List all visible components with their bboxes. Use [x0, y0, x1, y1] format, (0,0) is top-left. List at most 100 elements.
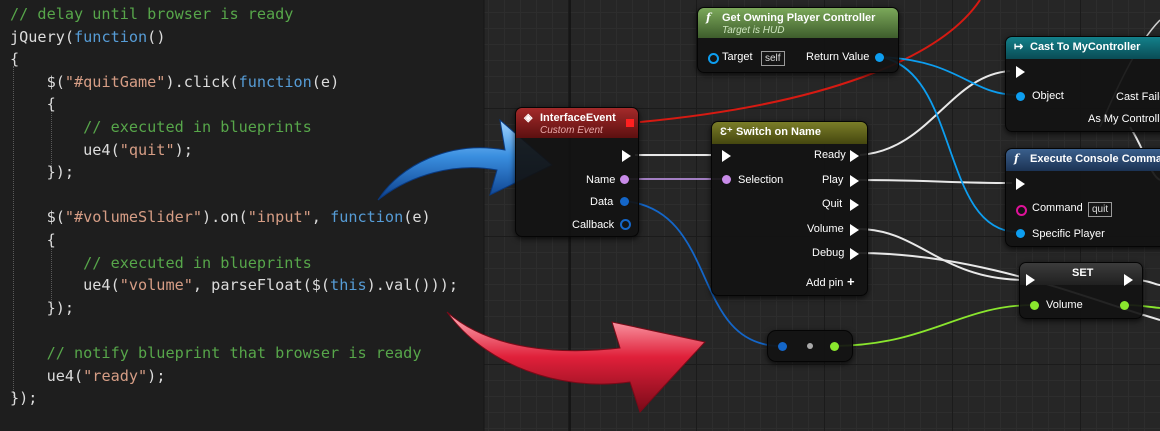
- code-line: jQuery(function(): [10, 26, 165, 48]
- volume-out-pin[interactable]: [1120, 301, 1129, 310]
- name-pin[interactable]: [620, 175, 629, 184]
- code-token: "#volumeSlider": [64, 208, 203, 227]
- code-token: ).val()));: [366, 276, 459, 295]
- code-token: // notify blueprint that browser is read…: [10, 344, 422, 362]
- code-line: ue4("volume", parseFloat($(this).val()))…: [10, 274, 458, 296]
- code-token: (e): [403, 208, 431, 227]
- output-ready-label: Ready: [814, 149, 846, 161]
- code-token: });: [10, 389, 38, 408]
- node-subtitle: Custom Event: [540, 125, 603, 136]
- code-line: });: [10, 297, 74, 319]
- exec-in-pin[interactable]: [1026, 274, 1035, 286]
- code-token: ,: [311, 208, 331, 227]
- callback-label: Callback: [572, 219, 615, 231]
- function-icon: f: [706, 11, 711, 24]
- interface-event-node[interactable]: ◈ InterfaceEvent Custom Event Name Data …: [515, 107, 639, 237]
- specific-player-pin[interactable]: [1016, 229, 1025, 238]
- code-token: "#quitGame": [64, 72, 166, 91]
- code-line: {: [10, 48, 19, 70]
- selection-pin[interactable]: [722, 175, 731, 184]
- code-token: );: [174, 140, 193, 159]
- return-value-pin[interactable]: [875, 53, 884, 62]
- code-token: $(: [10, 72, 65, 91]
- data-pin[interactable]: [620, 197, 629, 206]
- code-token: function: [330, 208, 404, 227]
- output-play-pin[interactable]: [850, 175, 859, 187]
- output-quit-label: Quit: [822, 198, 843, 210]
- code-token: ue4(: [10, 140, 120, 159]
- callback-pin[interactable]: [620, 219, 631, 230]
- switch-icon: Ɛ⁺: [720, 126, 733, 138]
- code-token: });: [10, 298, 75, 317]
- output-debug-pin[interactable]: [850, 248, 859, 260]
- command-label: Command: [1032, 202, 1083, 214]
- code-token: "ready": [83, 366, 148, 385]
- exec-in-pin[interactable]: [1016, 66, 1025, 78]
- node-header: SET: [1020, 263, 1142, 285]
- code-token: jQuery(: [10, 27, 75, 46]
- output-volume-pin[interactable]: [850, 224, 859, 236]
- code-token: function: [74, 27, 148, 46]
- target-label: Target: [722, 51, 753, 63]
- object-pin[interactable]: [1016, 92, 1025, 101]
- node-subtitle: Target is HUD: [722, 25, 785, 36]
- cast-icon: ↦: [1014, 41, 1024, 53]
- code-line: });: [10, 387, 37, 409]
- output-volume-label: Volume: [807, 223, 844, 235]
- output-debug-label: Debug: [812, 247, 845, 259]
- code-token: "volume": [119, 276, 193, 295]
- exec-out-pin[interactable]: [622, 150, 631, 162]
- switch-on-name-node[interactable]: Ɛ⁺ Switch on Name Selection Ready Play Q…: [711, 121, 868, 296]
- object-label: Object: [1032, 90, 1064, 102]
- as-my-controller-label: As My Controller: [1088, 113, 1160, 125]
- set-volume-node[interactable]: SET Volume: [1019, 262, 1143, 319]
- code-token: function: [238, 72, 312, 91]
- code-token: // executed in blueprints: [10, 118, 312, 136]
- conversion-dot-icon: [807, 343, 813, 349]
- node-header: f Execute Console Command: [1006, 149, 1160, 171]
- exec-in-pin[interactable]: [722, 150, 731, 162]
- node-title: Execute Console Command: [1030, 153, 1160, 165]
- code-token: (e): [311, 72, 340, 91]
- code-token: this: [330, 276, 367, 295]
- conversion-node[interactable]: [767, 330, 853, 362]
- code-token: {: [10, 50, 20, 69]
- node-title: Cast To MyController: [1030, 41, 1141, 53]
- execute-console-command-node[interactable]: f Execute Console Command Command quit S…: [1005, 148, 1160, 247]
- conversion-in-pin[interactable]: [778, 342, 787, 351]
- output-play-label: Play: [822, 174, 844, 186]
- command-value-field[interactable]: quit: [1088, 202, 1113, 217]
- event-delegate-pin[interactable]: [626, 119, 634, 127]
- node-header: f Get Owning Player Controller Target is…: [698, 8, 898, 38]
- code-line: // notify blueprint that browser is read…: [10, 342, 422, 364]
- output-ready-pin[interactable]: [850, 150, 859, 162]
- code-token: });: [10, 163, 75, 182]
- code-line: // executed in blueprints: [10, 116, 312, 138]
- cast-to-mycontroller-node[interactable]: ↦ Cast To MyController Object Cast Faile…: [1005, 36, 1160, 132]
- code-token: ).click(: [165, 72, 239, 91]
- exec-out-pin[interactable]: [1124, 274, 1133, 286]
- code-token: // executed in blueprints: [10, 253, 312, 272]
- get-owning-player-controller-node[interactable]: f Get Owning Player Controller Target is…: [697, 7, 899, 73]
- code-token: ue4(: [10, 276, 120, 295]
- selection-label: Selection: [738, 174, 784, 186]
- add-pin-label[interactable]: Add pin: [806, 277, 844, 289]
- node-header: ◈ InterfaceEvent Custom Event: [516, 108, 638, 138]
- output-quit-pin[interactable]: [850, 199, 859, 211]
- target-self-field[interactable]: self: [761, 51, 785, 66]
- command-pin[interactable]: [1016, 205, 1027, 216]
- code-token: ue4(: [10, 366, 84, 385]
- code-line: $("#volumeSlider").on("input", function(…: [10, 206, 431, 228]
- indent-guide: [13, 66, 14, 398]
- node-title: Get Owning Player Controller: [722, 12, 876, 24]
- target-pin[interactable]: [708, 53, 719, 64]
- volume-in-pin[interactable]: [1030, 301, 1039, 310]
- exec-in-pin[interactable]: [1016, 178, 1025, 190]
- add-pin-icon[interactable]: +: [847, 274, 855, 289]
- code-token: );: [147, 366, 166, 385]
- code-token: "quit": [119, 140, 175, 159]
- conversion-out-pin[interactable]: [830, 342, 839, 351]
- event-icon: ◈: [524, 112, 533, 124]
- code-line: $("#quitGame").click(function(e): [10, 71, 340, 93]
